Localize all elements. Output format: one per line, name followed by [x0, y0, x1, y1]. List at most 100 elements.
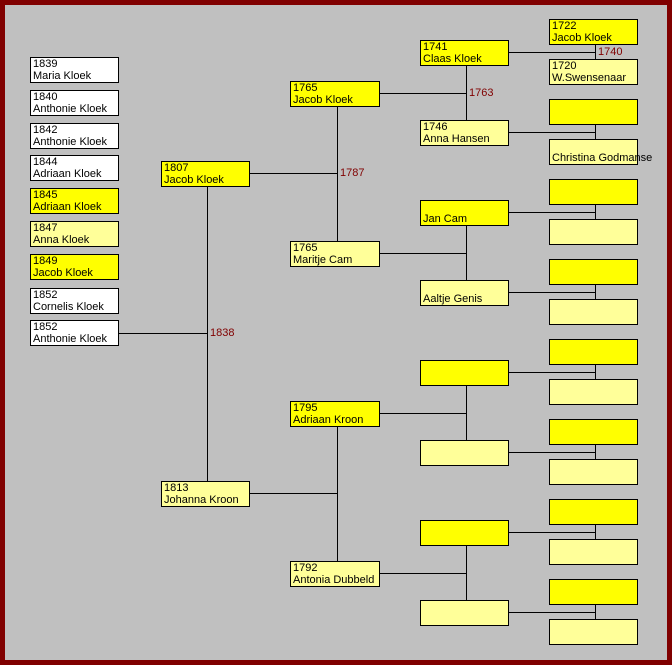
connector-line	[508, 52, 595, 53]
marriage-year: 1740	[598, 46, 623, 58]
person-name: Johanna Kroon	[164, 494, 239, 506]
person-name: Aaltje Genis	[423, 293, 483, 305]
person-name: Anthonie Kloek	[33, 333, 107, 345]
great-great-grandparent-box[interactable]	[549, 179, 638, 205]
person-year	[552, 460, 635, 472]
connector-line	[595, 284, 596, 299]
person-year	[552, 500, 635, 512]
great-grandparent-box[interactable]: Aaltje Genis	[420, 280, 509, 306]
person-year	[552, 620, 635, 632]
connector-line	[508, 372, 595, 373]
great-great-grandparent-box[interactable]	[549, 219, 638, 245]
person-name: W.Swensenaar	[552, 72, 626, 84]
person-name	[423, 373, 506, 385]
great-grandparent-box[interactable]	[420, 360, 509, 386]
great-great-grandparent-box[interactable]	[549, 259, 638, 285]
person-year: 1741	[423, 41, 448, 53]
connector-line	[379, 573, 466, 574]
great-great-grandparent-box[interactable]	[549, 499, 638, 525]
person-year	[552, 100, 635, 112]
person-name: Adriaan Kloek	[33, 201, 102, 213]
person-name: Cornelis Kloek	[33, 301, 104, 313]
person-name: Jacob Kloek	[164, 174, 224, 186]
connector-line	[466, 385, 467, 440]
person-year: 1746	[423, 121, 448, 133]
great-great-grandparent-box[interactable]	[549, 299, 638, 325]
person-year	[423, 601, 506, 613]
person-name: Maria Kloek	[33, 70, 92, 82]
connector-line	[595, 364, 596, 379]
person-name	[552, 392, 635, 404]
person-year: 1720	[552, 60, 577, 72]
person-year	[552, 140, 635, 152]
person-name: Jacob Kloek	[552, 32, 612, 44]
person-name: Anthonie Kloek	[33, 103, 107, 115]
person-year: 1852	[33, 321, 58, 333]
person-name: Adriaan Kroon	[293, 414, 364, 426]
connector-line	[379, 93, 466, 94]
person-name	[552, 552, 635, 564]
great-grandparent-box[interactable]	[420, 600, 509, 626]
great-great-grandparent-box[interactable]	[549, 539, 638, 565]
marriage-year: 1763	[469, 87, 494, 99]
great-great-grandparent-box[interactable]	[549, 379, 638, 405]
connector-line	[466, 545, 467, 600]
person-name: Claas Kloek	[423, 53, 482, 65]
person-name	[552, 512, 635, 524]
person-year	[552, 380, 635, 392]
connector-line	[337, 106, 338, 241]
connector-line	[595, 444, 596, 459]
person-year	[552, 540, 635, 552]
person-year	[552, 580, 635, 592]
person-year	[552, 260, 635, 272]
person-name	[552, 472, 635, 484]
person-name: Anna Hansen	[423, 133, 490, 145]
great-grandparent-box[interactable]	[420, 440, 509, 466]
connector-line	[508, 452, 595, 453]
person-name	[552, 632, 635, 644]
great-great-grandparent-box[interactable]	[549, 339, 638, 365]
great-great-grandparent-box[interactable]: Christina Godmanse	[549, 139, 653, 165]
person-name	[552, 352, 635, 364]
great-great-grandparent-box[interactable]	[549, 99, 638, 125]
connector-line	[508, 292, 595, 293]
great-great-grandparent-box[interactable]	[549, 419, 638, 445]
great-great-grandparent-box[interactable]	[549, 459, 638, 485]
connector-line	[595, 524, 596, 539]
person-year	[423, 441, 506, 453]
great-great-grandparent-box[interactable]	[549, 579, 638, 605]
person-year: 1849	[33, 255, 58, 267]
great-grandparent-box[interactable]: Jan Cam	[420, 200, 509, 226]
person-year	[423, 521, 506, 533]
person-name	[552, 432, 635, 444]
person-name: Christina Godmanse	[552, 152, 653, 164]
person-name: Adriaan Kloek	[33, 168, 102, 180]
person-name	[423, 453, 506, 465]
person-year	[423, 201, 506, 213]
great-grandparent-box[interactable]	[420, 520, 509, 546]
connector-line	[379, 413, 466, 414]
person-year	[552, 340, 635, 352]
marriage-year: 1838	[210, 327, 235, 339]
connector-line	[508, 532, 595, 533]
great-great-grandparent-box[interactable]	[549, 619, 638, 645]
